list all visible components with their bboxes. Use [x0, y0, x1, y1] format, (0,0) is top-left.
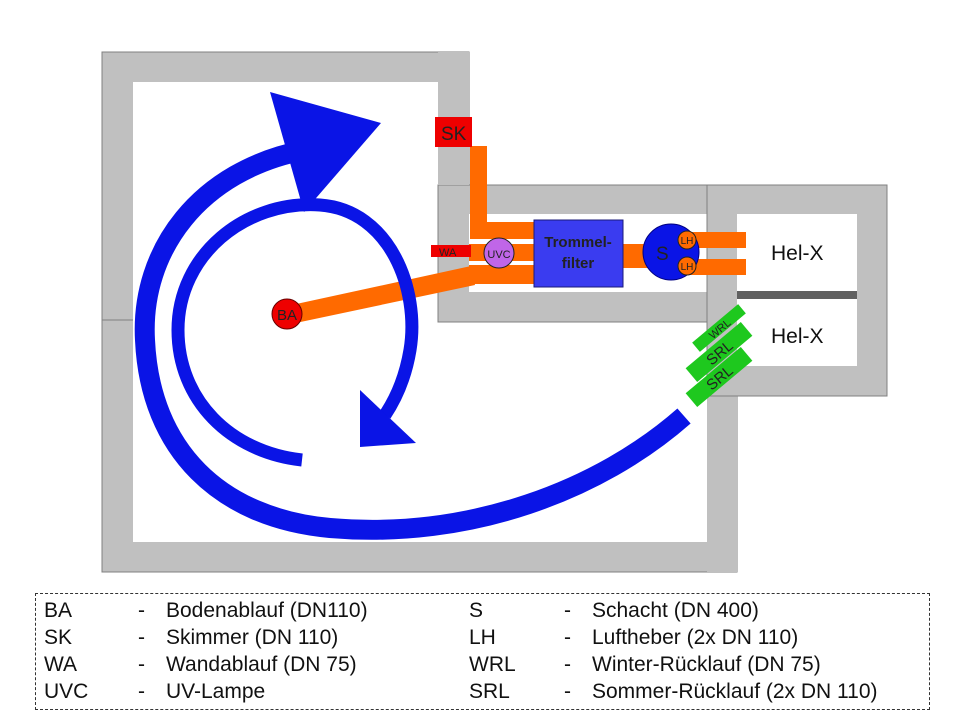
skimmer-label: SK: [441, 124, 467, 145]
pipe-sk-horizontal: [470, 222, 536, 239]
pipe-ba-horizontal: [469, 265, 536, 284]
flow-arrows: [134, 92, 691, 540]
drum-filter-label-line2: filter: [562, 255, 595, 272]
legend-desc: Skimmer (DN 110): [166, 626, 339, 649]
bottom-drain: [271, 298, 303, 330]
legend-abbr: S: [469, 599, 484, 622]
legend-abbr: BA: [44, 599, 73, 622]
drum-filter-label-line1: Trommel-: [544, 234, 612, 251]
legend-desc: Sommer-Rücklauf (2x DN 110): [592, 680, 878, 703]
flow-arrow-outer-head: [270, 92, 381, 212]
pipe-lh-bottom: [688, 259, 746, 275]
pipe-ba: [287, 266, 475, 324]
uvc-label: UVC: [487, 249, 510, 261]
legend-desc: Luftheber (2x DN 110): [592, 626, 799, 649]
legend-dash: -: [564, 653, 571, 676]
helix-chamber: [706, 184, 888, 397]
helix-bottom-label: Hel-X: [771, 325, 824, 348]
bottom-drain-label: BA: [277, 307, 297, 324]
flow-arrow-inner-head: [360, 390, 416, 447]
legend-abbr: WA: [44, 653, 78, 676]
legend-dash: -: [138, 680, 145, 703]
summer-return-pipe-top: [685, 321, 753, 383]
skimmer-box: [435, 117, 472, 147]
legend: BA - Bodenablauf (DN110) S - Schacht (DN…: [35, 593, 930, 710]
flow-arrow-inner: [171, 198, 419, 467]
winter-return-pipe: [692, 304, 746, 352]
helix-top-label: Hel-X: [771, 242, 824, 265]
airlift-top-label: LH: [681, 236, 694, 247]
helix-chamber-interior: [737, 214, 857, 366]
legend-abbr: SK: [44, 626, 73, 649]
airlift-bottom: [677, 256, 697, 276]
pipe-sk-vertical: [470, 146, 487, 228]
legend-abbr: SRL: [469, 680, 510, 703]
drum-filter: [533, 219, 624, 288]
pipe-lh-top: [688, 232, 746, 248]
airlift-bottom-label: LH: [681, 262, 694, 273]
pipes: [287, 146, 746, 324]
legend-desc: Winter-Rücklauf (DN 75): [592, 653, 821, 676]
helix-divider: [737, 291, 857, 299]
legend-dash: -: [564, 680, 571, 703]
uvc-lamp: [483, 237, 515, 269]
legend-desc: UV-Lampe: [166, 680, 266, 703]
legend-dash: -: [564, 626, 571, 649]
legend-abbr: LH: [469, 626, 496, 649]
airlift-top: [677, 230, 697, 250]
legend-desc: Schacht (DN 400): [592, 599, 759, 622]
shaft-label: S: [656, 244, 669, 265]
legend-abbr: UVC: [44, 680, 89, 703]
summer-return-pipe-bottom: [685, 346, 753, 408]
wall-drain: [431, 245, 471, 257]
flow-arrow-outer: [134, 140, 691, 540]
legend-dash: -: [564, 599, 571, 622]
legend-dash: -: [138, 599, 145, 622]
legend-desc: Wandablauf (DN 75): [166, 653, 357, 676]
legend-dash: -: [138, 626, 145, 649]
wall-drain-label: WA: [439, 247, 457, 259]
legend-abbr: WRL: [469, 653, 516, 676]
return-pipes: WRL SRL SRL: [685, 304, 753, 408]
legend-dash: -: [138, 653, 145, 676]
legend-desc: Bodenablauf (DN110): [166, 599, 368, 622]
